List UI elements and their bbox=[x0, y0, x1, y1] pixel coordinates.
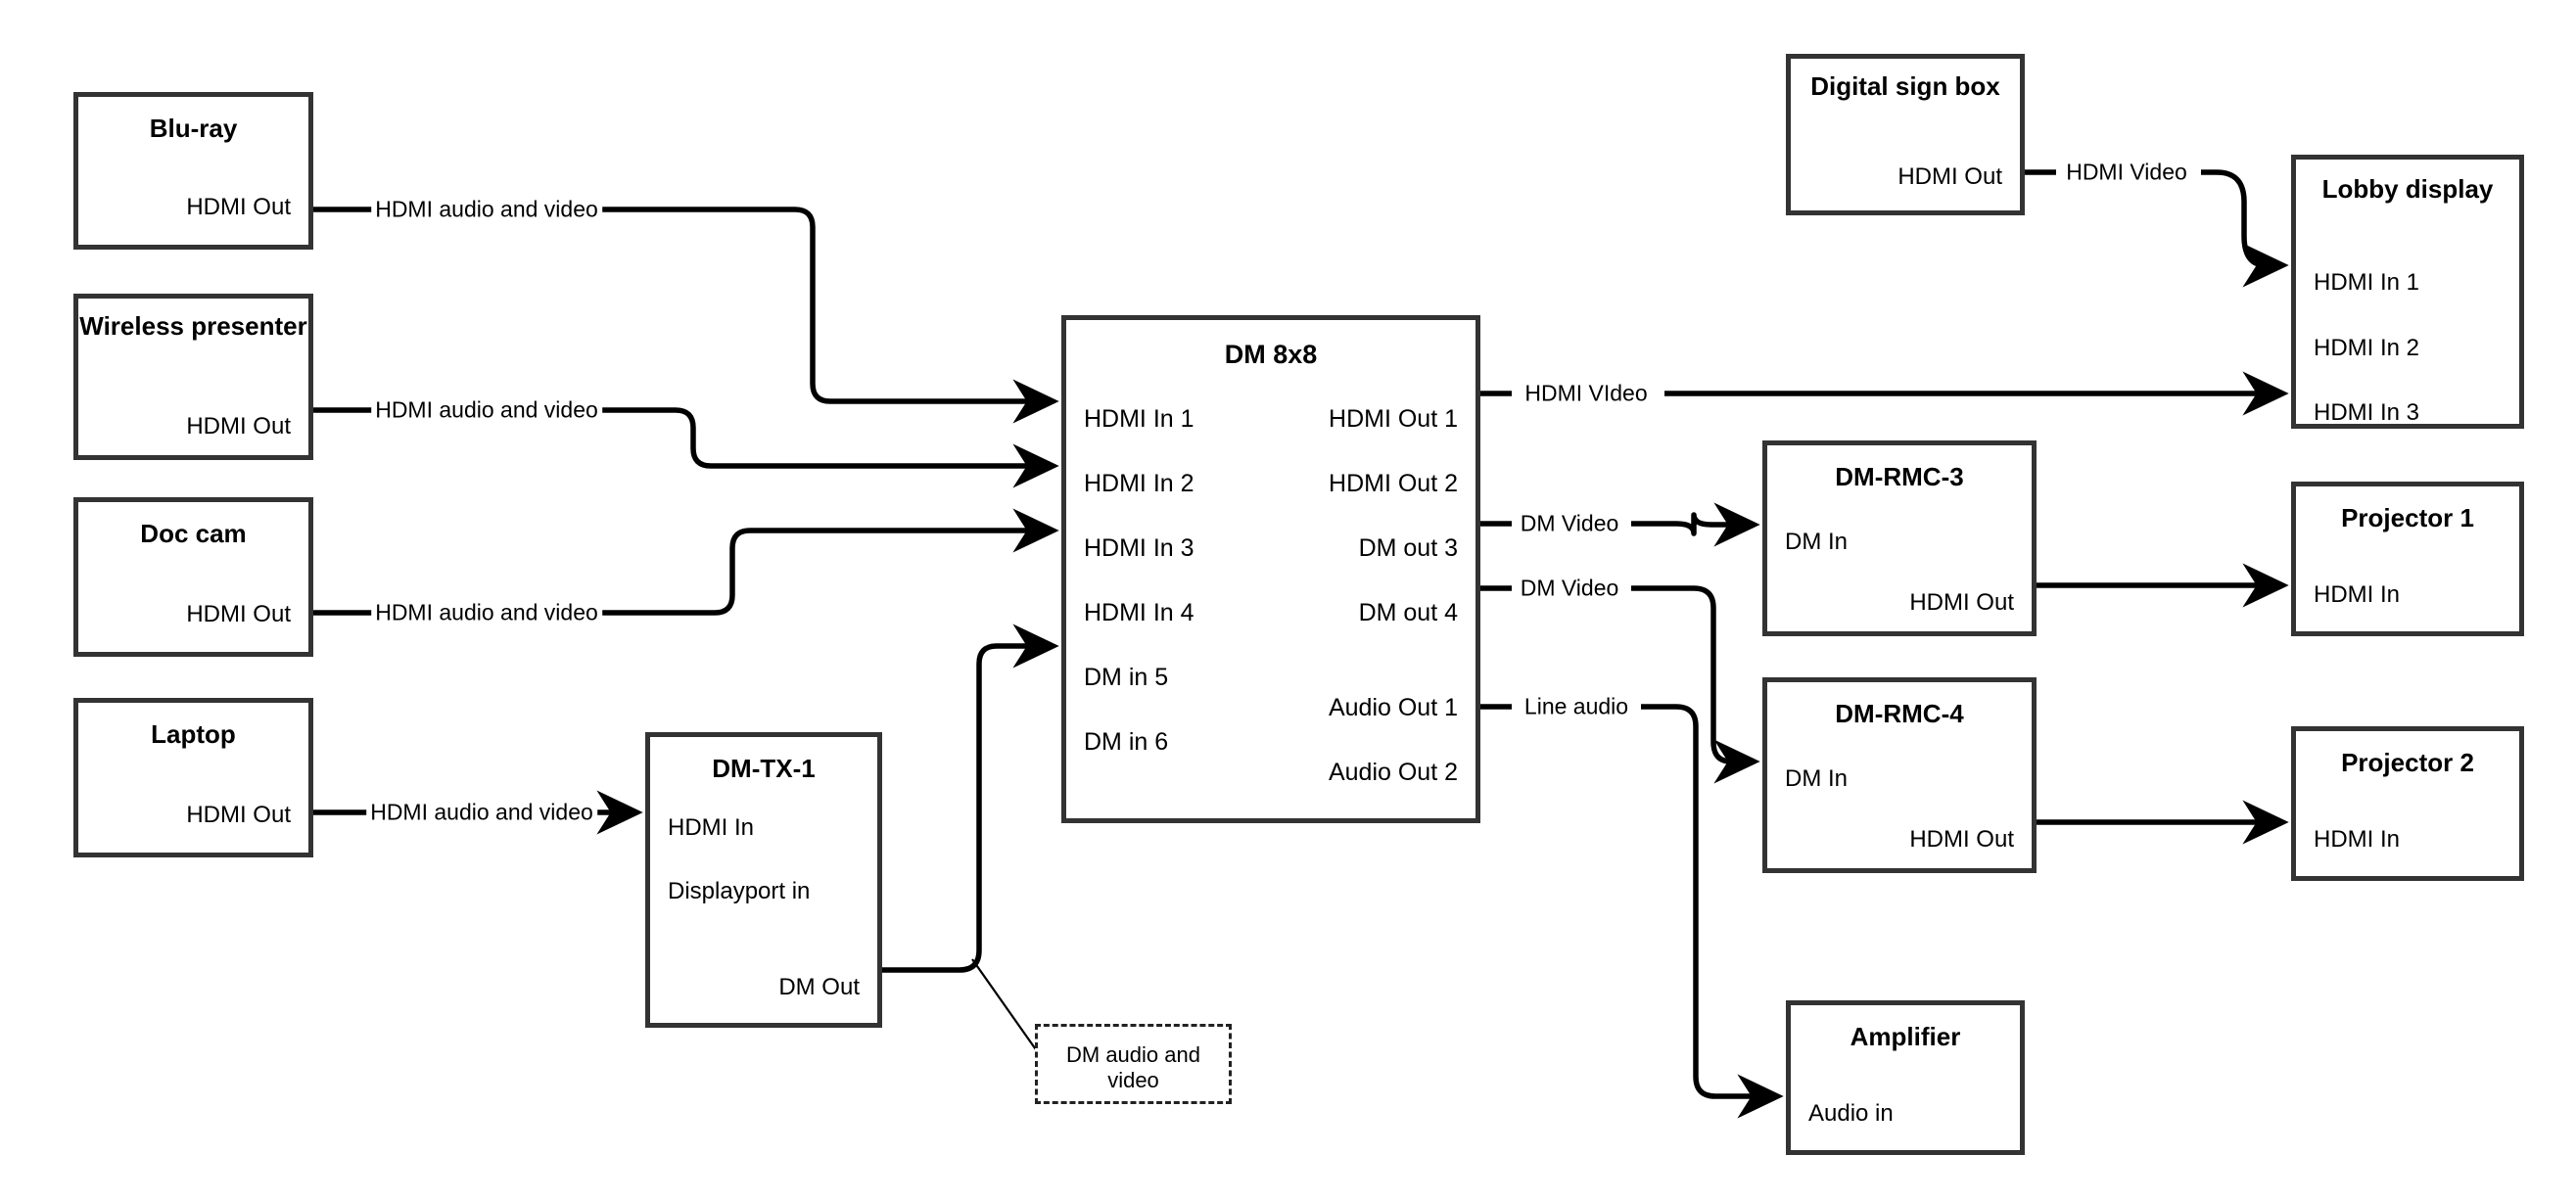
wire-label-w9: Line audio bbox=[1520, 693, 1633, 720]
port-dm8x8-6[interactable]: HDMI Out 1 bbox=[1329, 405, 1458, 433]
port-rmc4-1[interactable]: HDMI Out bbox=[1909, 826, 2014, 853]
wire-digitalsign-to-lobby-hdmi-in-1 bbox=[2025, 169, 2281, 265]
device-title-proj2: Projector 2 bbox=[2341, 748, 2474, 777]
port-proj2-0[interactable]: HDMI In bbox=[2314, 826, 2401, 853]
port-lobby-1[interactable]: HDMI In 2 bbox=[2314, 335, 2420, 361]
port-lobby-2[interactable]: HDMI In 3 bbox=[2314, 399, 2420, 426]
device-title-dmtx1: DM-TX-1 bbox=[712, 754, 816, 783]
annotation-text-dm-av-note: DM audio and video bbox=[1066, 1042, 1200, 1093]
wire-bluray-to-dm-hdmi-in-1 bbox=[313, 207, 1052, 401]
port-dm8x8-7[interactable]: HDMI Out 2 bbox=[1329, 470, 1458, 497]
device-node-rmc3[interactable]: DM-RMC-3 DM In HDMI Out bbox=[1762, 440, 2037, 636]
port-proj1-0[interactable]: HDMI In bbox=[2314, 581, 2401, 608]
port-dm8x8-2[interactable]: HDMI In 3 bbox=[1084, 534, 1194, 562]
port-lobby-0[interactable]: HDMI In 1 bbox=[2314, 269, 2420, 296]
wire-dmtx1-to-dm-in-5 bbox=[882, 624, 1059, 973]
port-dm8x8-9[interactable]: DM out 4 bbox=[1358, 599, 1458, 626]
port-rmc3-1[interactable]: HDMI Out bbox=[1909, 589, 2014, 616]
wire-label-w8: DM Video bbox=[1516, 575, 1623, 602]
wire-dm-out3-to-rmc3 bbox=[1480, 515, 1753, 533]
wire-doccam-to-dm-hdmi-in-3 bbox=[313, 531, 1052, 616]
device-title-lobby: Lobby display bbox=[2321, 174, 2494, 204]
wire-dm-audioout1-to-amplifier bbox=[1480, 704, 1776, 1096]
port-wireless-0[interactable]: HDMI Out bbox=[186, 413, 291, 439]
wire-label-w5: HDMI Video bbox=[2062, 159, 2191, 186]
wire-dm-out4-to-rmc4 bbox=[1480, 585, 1753, 762]
annotation-dm-av-note: DM audio and video bbox=[1035, 1024, 1232, 1104]
port-dmtx1-0[interactable]: HDMI In bbox=[668, 814, 755, 841]
port-dmtx1-1[interactable]: Displayport in bbox=[668, 878, 811, 904]
device-title-digitalsign: Digital sign box bbox=[1810, 71, 2000, 101]
device-node-proj2[interactable]: Projector 2 HDMI In bbox=[2291, 726, 2524, 881]
device-title-proj1: Projector 1 bbox=[2341, 503, 2474, 532]
port-digitalsign-0[interactable]: HDMI Out bbox=[1897, 163, 2002, 190]
port-doccam-0[interactable]: HDMI Out bbox=[186, 601, 291, 627]
wire-wireless-to-dm-hdmi-in-2 bbox=[313, 407, 1052, 466]
wire-label-w3: HDMI audio and video bbox=[371, 599, 602, 626]
port-dm8x8-3[interactable]: HDMI In 4 bbox=[1084, 599, 1194, 626]
port-amplifier-0[interactable]: Audio in bbox=[1808, 1100, 1894, 1127]
wire-label-w6: HDMI VIdeo bbox=[1521, 380, 1652, 407]
wire-label-w7: DM Video bbox=[1516, 510, 1623, 537]
device-node-rmc4[interactable]: DM-RMC-4 DM In HDMI Out bbox=[1762, 677, 2037, 873]
device-node-proj1[interactable]: Projector 1 HDMI In bbox=[2291, 482, 2524, 636]
port-laptop-0[interactable]: HDMI Out bbox=[186, 802, 291, 828]
wire-label-w4: HDMI audio and video bbox=[366, 799, 597, 826]
device-title-rmc3: DM-RMC-3 bbox=[1835, 462, 1964, 491]
port-dm8x8-8[interactable]: DM out 3 bbox=[1358, 534, 1458, 562]
leader-line-dm-av-note bbox=[971, 958, 1041, 1056]
port-dm8x8-5[interactable]: DM in 6 bbox=[1084, 728, 1169, 756]
wire-label-w1: HDMI audio and video bbox=[371, 196, 602, 223]
device-title-rmc4: DM-RMC-4 bbox=[1835, 699, 1964, 728]
wire-label-w2: HDMI audio and video bbox=[371, 396, 602, 424]
port-dm8x8-4[interactable]: DM in 5 bbox=[1084, 664, 1169, 691]
port-dm8x8-10[interactable]: Audio Out 1 bbox=[1328, 694, 1458, 721]
port-dm8x8-0[interactable]: HDMI In 1 bbox=[1084, 405, 1194, 433]
port-rmc3-0[interactable]: DM In bbox=[1785, 529, 1849, 555]
device-title-bluray: Blu-ray bbox=[149, 114, 238, 143]
device-title-doccam: Doc cam bbox=[140, 519, 247, 548]
port-dm8x8-11[interactable]: Audio Out 2 bbox=[1328, 759, 1458, 786]
device-title-amplifier: Amplifier bbox=[1850, 1022, 1961, 1051]
port-rmc4-0[interactable]: DM In bbox=[1785, 765, 1849, 792]
device-title-laptop: Laptop bbox=[151, 719, 236, 749]
device-title-wireless: Wireless presenter bbox=[79, 311, 307, 341]
port-dm8x8-1[interactable]: HDMI In 2 bbox=[1084, 470, 1194, 497]
port-bluray-0[interactable]: HDMI Out bbox=[186, 194, 291, 220]
port-dmtx1-2[interactable]: DM Out bbox=[778, 974, 860, 1000]
device-title-dm8x8: DM 8x8 bbox=[1224, 340, 1318, 369]
